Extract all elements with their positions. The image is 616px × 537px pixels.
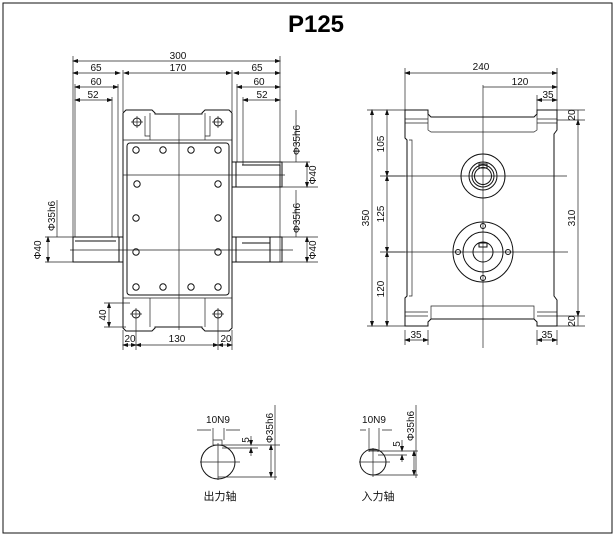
dim-20-bottom: 20 [567,315,578,327]
dim-120-half: 120 [512,77,529,88]
dim-170: 170 [170,63,187,74]
dim-35-bottom-left: 35 [410,330,422,341]
output-shaft-flange [460,153,506,199]
foot-bolt-holes [130,116,224,320]
dim-foot-height: 40 [98,309,109,321]
dim-65-left: 65 [90,63,102,74]
dim-shaft-dia-upper-right: Φ35h6 [292,124,303,155]
dim-52-left: 52 [87,90,99,101]
output-shaft-upper-right [232,161,283,188]
dim-foot-left: 20 [124,334,136,345]
dim-60-right: 60 [253,77,265,88]
dim-boss-upper-right: Φ40 [308,165,319,185]
inner-plate [126,142,230,296]
dim-boss-lower-right: Φ40 [308,240,319,260]
dim-foot-right: 20 [220,334,232,345]
dim-shaft-dia-lower-right: Φ35h6 [292,202,303,233]
top-view: 300 65 170 65 60 60 52 52 [33,51,319,350]
dim-boss-left: Φ40 [33,240,44,260]
output-shaft-lower-right [232,236,283,263]
dim-300: 300 [170,51,187,62]
dim-20-top: 20 [567,109,578,121]
input-shaft-flange [452,221,514,283]
input-key-depth: 5 [392,441,403,447]
output-shaft-section: 10N9 5 Φ35h6 出力轴 [197,405,280,503]
dim-350: 350 [361,209,372,226]
cover-bolt-holes [132,146,222,291]
output-shaft-caption: 出力轴 [204,489,237,503]
dim-240: 240 [473,62,490,73]
dim-105: 105 [376,135,387,152]
dim-120-bottom: 120 [376,280,387,297]
dim-35-top: 35 [542,90,554,101]
input-shaft-caption: 入力轴 [362,489,395,503]
output-keyway-label: 10N9 [206,415,230,426]
dim-65-right: 65 [251,63,263,74]
dim-shaft-dia-left: Φ35h6 [47,200,58,231]
input-shaft-diameter: Φ35h6 [406,410,417,441]
input-shaft-left [72,236,123,263]
output-shaft-diameter: Φ35h6 [265,412,276,443]
input-keyway-label: 10N9 [362,415,386,426]
side-view: 240 120 35 350 105 125 120 310 20 20 [361,62,585,348]
dim-bolt-span: 130 [169,334,186,345]
dim-125: 125 [376,205,387,222]
housing-body [122,109,233,332]
dim-60-left: 60 [90,77,102,88]
dim-52-right: 52 [256,90,268,101]
dim-35-bottom-right: 35 [541,330,553,341]
dim-310: 310 [567,209,578,226]
output-key-depth: 5 [241,437,252,443]
drawing-title: P125 [288,11,344,38]
input-shaft-section: 10N9 5 Φ35h6 入力轴 [359,405,418,503]
side-housing [404,109,558,327]
